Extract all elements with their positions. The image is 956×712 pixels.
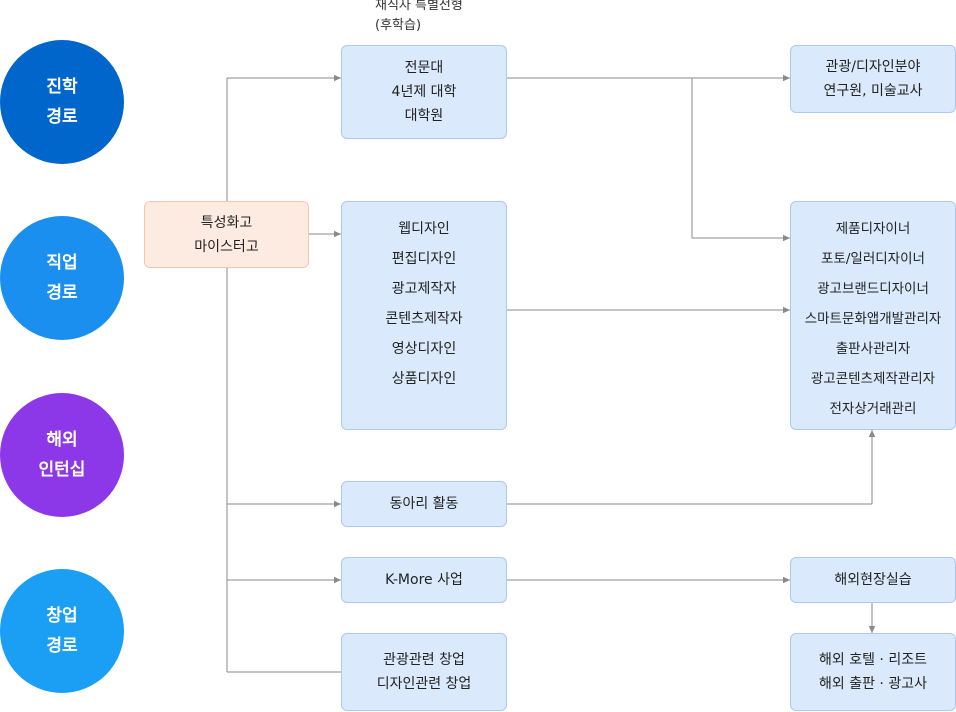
jobs-box: 웹디자인 편집디자인 광고제작자 콘텐츠제작자 영상디자인 상품디자인 bbox=[341, 201, 507, 430]
circle-label: 진학 bbox=[46, 77, 78, 97]
startup-box: 관광관련 창업 디자인관련 창업 bbox=[341, 633, 507, 711]
special-admission-note: 재직자 특별전형 (후학습) bbox=[375, 0, 463, 36]
box-line: 해외 호텔 · 리조트 bbox=[819, 652, 927, 668]
box-line: 광고콘텐츠제작관리자 bbox=[810, 371, 936, 387]
box-line: 동아리 활동 bbox=[389, 496, 459, 512]
box-line: 마이스터고 bbox=[194, 238, 259, 255]
circle-label: 직업 bbox=[46, 253, 78, 273]
circle-label: 경로 bbox=[46, 636, 78, 656]
club-box: 동아리 활동 bbox=[341, 481, 507, 527]
circle-label: 창업 bbox=[46, 606, 78, 626]
box-line: 출판사관리자 bbox=[835, 341, 911, 357]
note-line: (후학습) bbox=[375, 18, 422, 33]
box-line: 상품디자인 bbox=[391, 371, 457, 387]
box-line: 해외 출판 · 광고사 bbox=[819, 676, 927, 692]
box-line: 전문대 bbox=[404, 60, 444, 76]
overseas-training-box: 해외현장실습 bbox=[790, 557, 956, 603]
box-line: 콘텐츠제작자 bbox=[385, 311, 463, 327]
box-line: 디자인관련 창업 bbox=[376, 676, 472, 692]
vocational-highschool-box: 특성화고 마이스터고 bbox=[144, 201, 309, 268]
box-line: 특성화고 bbox=[200, 214, 253, 231]
box-line: 관광관련 창업 bbox=[383, 652, 465, 668]
box-line: 4년제 대학 bbox=[391, 84, 457, 100]
circle-label: 해외 bbox=[46, 430, 78, 450]
overseas-jobs-box: 해외 호텔 · 리조트 해외 출판 · 광고사 bbox=[790, 633, 956, 711]
box-line: 대학원 bbox=[404, 108, 444, 124]
box-line: 연구원, 미술교사 bbox=[823, 83, 923, 99]
box-line: 해외현장실습 bbox=[834, 572, 912, 588]
research-box: 관광/디자인분야 연구원, 미술교사 bbox=[790, 45, 956, 113]
box-line: K-More 사업 bbox=[385, 572, 463, 588]
path-career-circle: 직업 경로 bbox=[0, 216, 124, 340]
path-overseas-circle: 해외 인턴십 bbox=[0, 393, 124, 517]
box-line: 전자상거래관리 bbox=[829, 401, 917, 417]
circle-label: 경로 bbox=[46, 283, 78, 303]
box-line: 웹디자인 bbox=[398, 221, 450, 237]
college-box: 전문대 4년제 대학 대학원 bbox=[341, 45, 507, 139]
box-line: 제품디자이너 bbox=[835, 221, 911, 237]
path-advancement-circle: 진학 경로 bbox=[0, 40, 124, 164]
box-line: 광고제작자 bbox=[391, 281, 457, 297]
circle-label: 인턴십 bbox=[38, 460, 86, 480]
box-line: 편집디자인 bbox=[391, 251, 457, 267]
careers-box: 제품디자이너 포토/일러디자이너 광고브랜드디자이너 스마트문화앱개발관리자 출… bbox=[790, 201, 956, 430]
kmore-box: K-More 사업 bbox=[341, 557, 507, 603]
path-startup-circle: 창업 경로 bbox=[0, 569, 124, 693]
box-line: 관광/디자인분야 bbox=[825, 59, 921, 75]
box-line: 광고브랜드디자이너 bbox=[817, 281, 929, 297]
circle-label: 경로 bbox=[46, 107, 78, 127]
note-line: 재직자 특별전형 bbox=[375, 0, 463, 13]
box-line: 스마트문화앱개발관리자 bbox=[804, 311, 942, 327]
box-line: 포토/일러디자이너 bbox=[821, 251, 925, 267]
box-line: 영상디자인 bbox=[391, 341, 457, 357]
